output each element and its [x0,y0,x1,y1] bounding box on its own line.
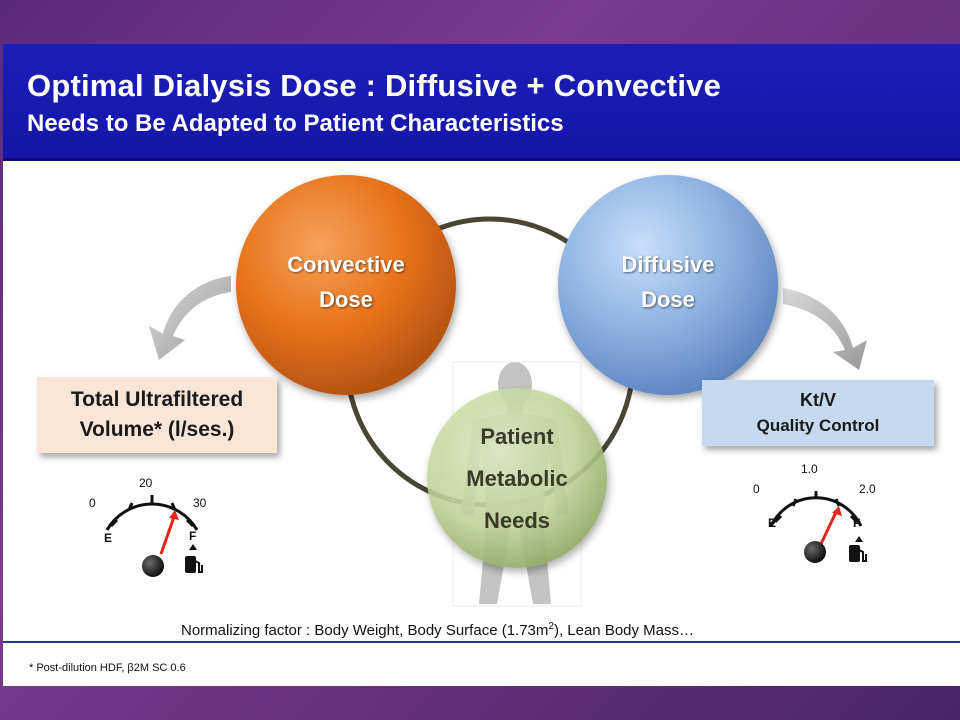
patient-line1: Patient [480,424,554,449]
convective-line1: Convective [287,252,405,277]
gauge-left-min: 0 [89,496,96,510]
gauge-knob [142,555,164,577]
patient-line2: Metabolic [466,466,568,491]
fuel-pump-icon [185,556,203,573]
arrow-to-ultrafiltered [149,276,231,360]
diffusive-line1: Diffusive [621,252,715,277]
gauge-left-empty: E [104,531,113,545]
diffusive-dose-circle [558,175,778,395]
convective-dose-label: Convective Dose [256,247,436,317]
footer-divider [3,641,960,643]
gauge-left-max: 30 [193,496,207,510]
cycle-diagram [105,175,867,607]
ktv-line1: Kt/V [800,390,836,410]
convective-line2: Dose [319,287,373,312]
slide-subtitle: Needs to Be Adapted to Patient Character… [27,110,564,137]
gauge-knob [804,541,826,563]
ultrafiltered-line1: Total Ultrafiltered [70,388,244,411]
gauge-right-empty: E [768,516,777,530]
gauge-left-mid: 20 [139,476,153,490]
convective-dose-circle [236,175,456,395]
gauge-right-max: 2.0 [859,482,876,496]
gauge-needle [819,509,839,545]
normalizing-suffix: ), Lean Body Mass… [553,622,695,639]
patient-line3: Needs [483,508,551,533]
ultrafiltered-line2: Volume* (l/ses.) [79,418,235,441]
diffusive-dose-label: Diffusive Dose [578,247,758,317]
ultrafiltered-gauge [105,495,203,577]
gauge-right-min: 0 [753,482,760,496]
gauge-left-full: F [189,529,197,543]
gauge-right-full: F [853,516,861,530]
footnote: * Post-dilution HDF, β2M SC 0.6 [29,662,186,674]
ktv-gauge [769,491,867,563]
normalizing-sup: 2 [548,621,554,632]
ktv-box: Kt/V Quality Control [702,380,934,446]
normalizing-factor-text: Normalizing factor : Body Weight, Body S… [181,621,694,639]
slide: Optimal Dialysis Dose : Diffusive + Conv… [3,44,960,686]
arrow-to-ktv [783,288,867,370]
patient-needs-circle [427,388,607,568]
fuel-pump-icon [849,545,867,562]
title-bar: Optimal Dialysis Dose : Diffusive + Conv… [3,44,960,161]
slide-title: Optimal Dialysis Dose : Diffusive + Conv… [27,68,722,103]
diffusive-line2: Dose [641,287,695,312]
ktv-line2: Quality Control [756,416,880,435]
gauge-needle [159,513,177,555]
patient-needs-label: Patient Metabolic Needs [427,416,607,542]
ultrafiltered-volume-box: Total Ultrafiltered Volume* (l/ses.) [37,377,277,453]
normalizing-prefix: Normalizing factor : Body Weight, Body S… [181,622,549,639]
gauge-right-mid: 1.0 [801,462,818,476]
